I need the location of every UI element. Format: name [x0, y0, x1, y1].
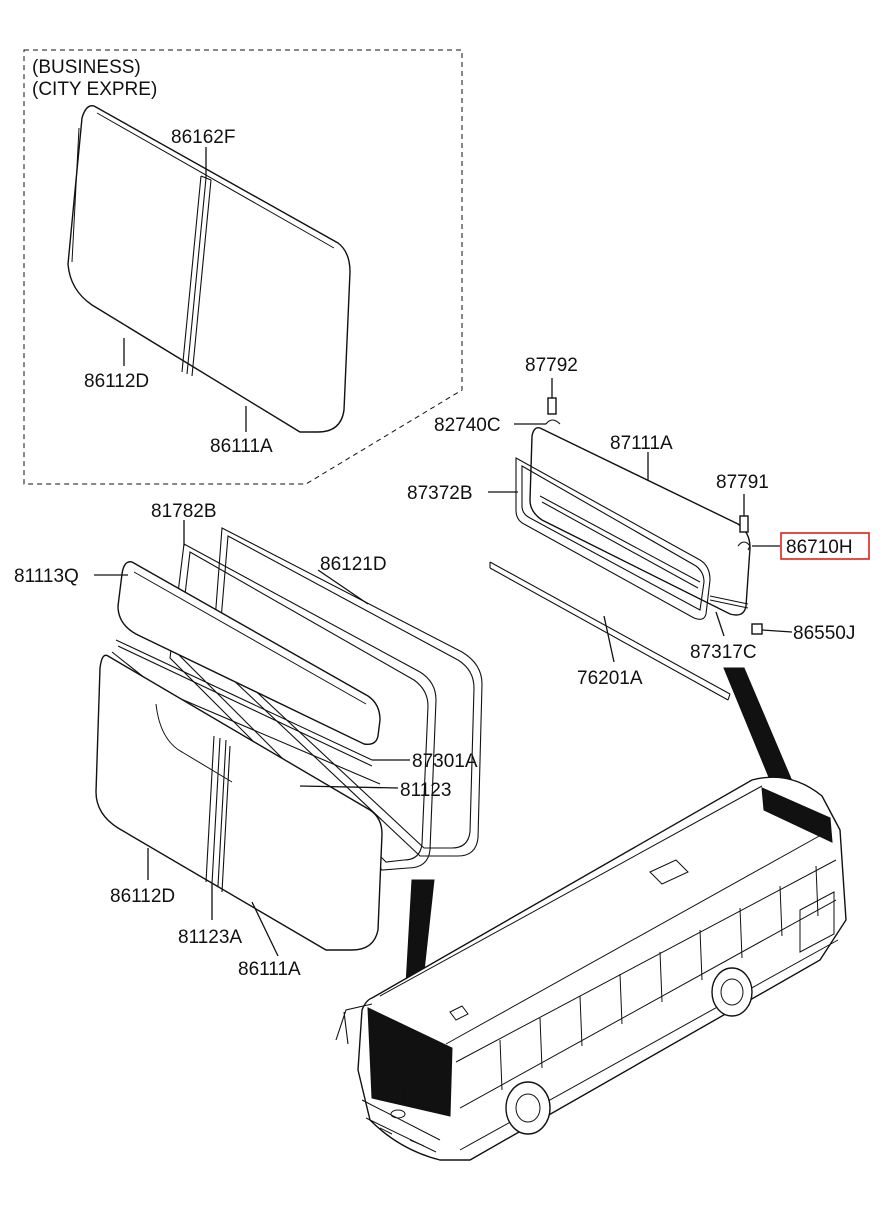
weatherstrip-81782B-inner	[177, 551, 429, 863]
leader-86550J	[761, 629, 793, 633]
clip-87792	[547, 397, 557, 415]
rear-glass-87111A	[529, 426, 751, 616]
label-86112D: 86112D	[110, 886, 175, 907]
front-mirror	[335, 1003, 373, 1045]
window-band	[455, 859, 837, 1109]
front-windshield-dark	[367, 1007, 453, 1117]
front-emblem	[390, 1109, 406, 1119]
rear-side-panel	[799, 891, 835, 953]
inset-title-line2: (CITY EXPRE)	[32, 79, 157, 100]
clip-82740C	[545, 419, 561, 425]
label-86121D: 86121D	[320, 554, 387, 575]
strip-76201A	[489, 561, 731, 701]
inset-windshield-glass	[67, 105, 351, 433]
business-variant-inset: (BUSINESS) (CITY EXPRE) 86162F 86112D 86…	[23, 49, 463, 485]
weatherstrip-81782B	[169, 543, 437, 871]
upper-glass-81113Q	[117, 561, 381, 746]
front-windshield-divider	[403, 1027, 407, 1105]
leader-81123	[299, 785, 399, 789]
label-81782B: 81782B	[151, 501, 217, 522]
front-wheel	[505, 1081, 551, 1135]
roof-hatch	[649, 859, 689, 885]
inset-border	[23, 49, 463, 485]
headlights	[379, 1127, 425, 1147]
center-molding-edge	[221, 745, 231, 893]
inset-title-line1: (BUSINESS)	[32, 57, 141, 78]
front-windshield-assembly: 81782B 81113Q 86121D 87301A 81123 86112D…	[14, 501, 483, 980]
weatherstrip-86121D-inner	[217, 535, 475, 849]
roof-vent	[449, 1005, 469, 1021]
front-wheel-hub	[515, 1093, 541, 1123]
upper-glass-edge	[133, 571, 367, 705]
rear-weatherstrip-87372B	[515, 457, 711, 620]
molding-87301A	[115, 639, 373, 767]
bus-roof-side-line	[445, 829, 831, 1045]
inset-center-molding	[181, 175, 212, 377]
clip-87791	[739, 515, 749, 533]
label-86710H[interactable]: 86710H	[786, 537, 853, 558]
window-pillars	[499, 865, 819, 1091]
label-87792: 87792	[525, 355, 578, 376]
bus-illustration	[335, 776, 847, 1161]
clip-86710H	[737, 541, 751, 551]
label-76201A: 76201A	[577, 668, 643, 689]
center-molding-81123A	[205, 735, 227, 887]
label-86112D-inset: 86112D	[84, 371, 149, 392]
leader-86111A	[251, 901, 279, 957]
label-87372B: 87372B	[407, 483, 473, 504]
rear-weatherstrip-inner	[521, 465, 705, 611]
leader-76201A	[603, 615, 615, 663]
rear-wheel-hub	[720, 978, 744, 1006]
label-87301A: 87301A	[412, 751, 478, 772]
rear-window-assembly: 87792 82740C 87111A 87791 87372B 86710H …	[407, 355, 870, 701]
label-86111A-inset: 86111A	[210, 436, 273, 457]
label-86162F: 86162F	[171, 127, 235, 148]
leader-86121D	[317, 569, 369, 605]
label-81113Q: 81113Q	[14, 566, 79, 587]
label-87317C: 87317C	[690, 642, 757, 663]
label-87791: 87791	[716, 472, 769, 493]
glass-inner-curve	[155, 703, 233, 783]
label-81123A: 81123A	[178, 927, 242, 948]
rear-defrost-strip	[539, 495, 701, 589]
leader-87317C	[715, 611, 725, 637]
main-windshield-glass-86111A	[95, 654, 383, 951]
clip-86550J	[751, 623, 763, 635]
label-82740C: 82740C	[434, 415, 501, 436]
label-86550J: 86550J	[793, 623, 855, 644]
weatherstrip-86121D	[211, 527, 483, 857]
label-86111A: 86111A	[238, 959, 301, 980]
inset-glass-edge	[71, 112, 335, 263]
bus-roof-edge	[379, 785, 763, 997]
highlight-box-86710H	[780, 532, 870, 560]
label-81123: 81123	[400, 780, 451, 801]
rear-window-dark	[761, 787, 833, 843]
front-grille	[361, 1099, 441, 1153]
rear-wheel	[711, 967, 753, 1017]
rear-molding-87317C	[709, 595, 749, 609]
label-87111A: 87111A	[610, 433, 673, 454]
